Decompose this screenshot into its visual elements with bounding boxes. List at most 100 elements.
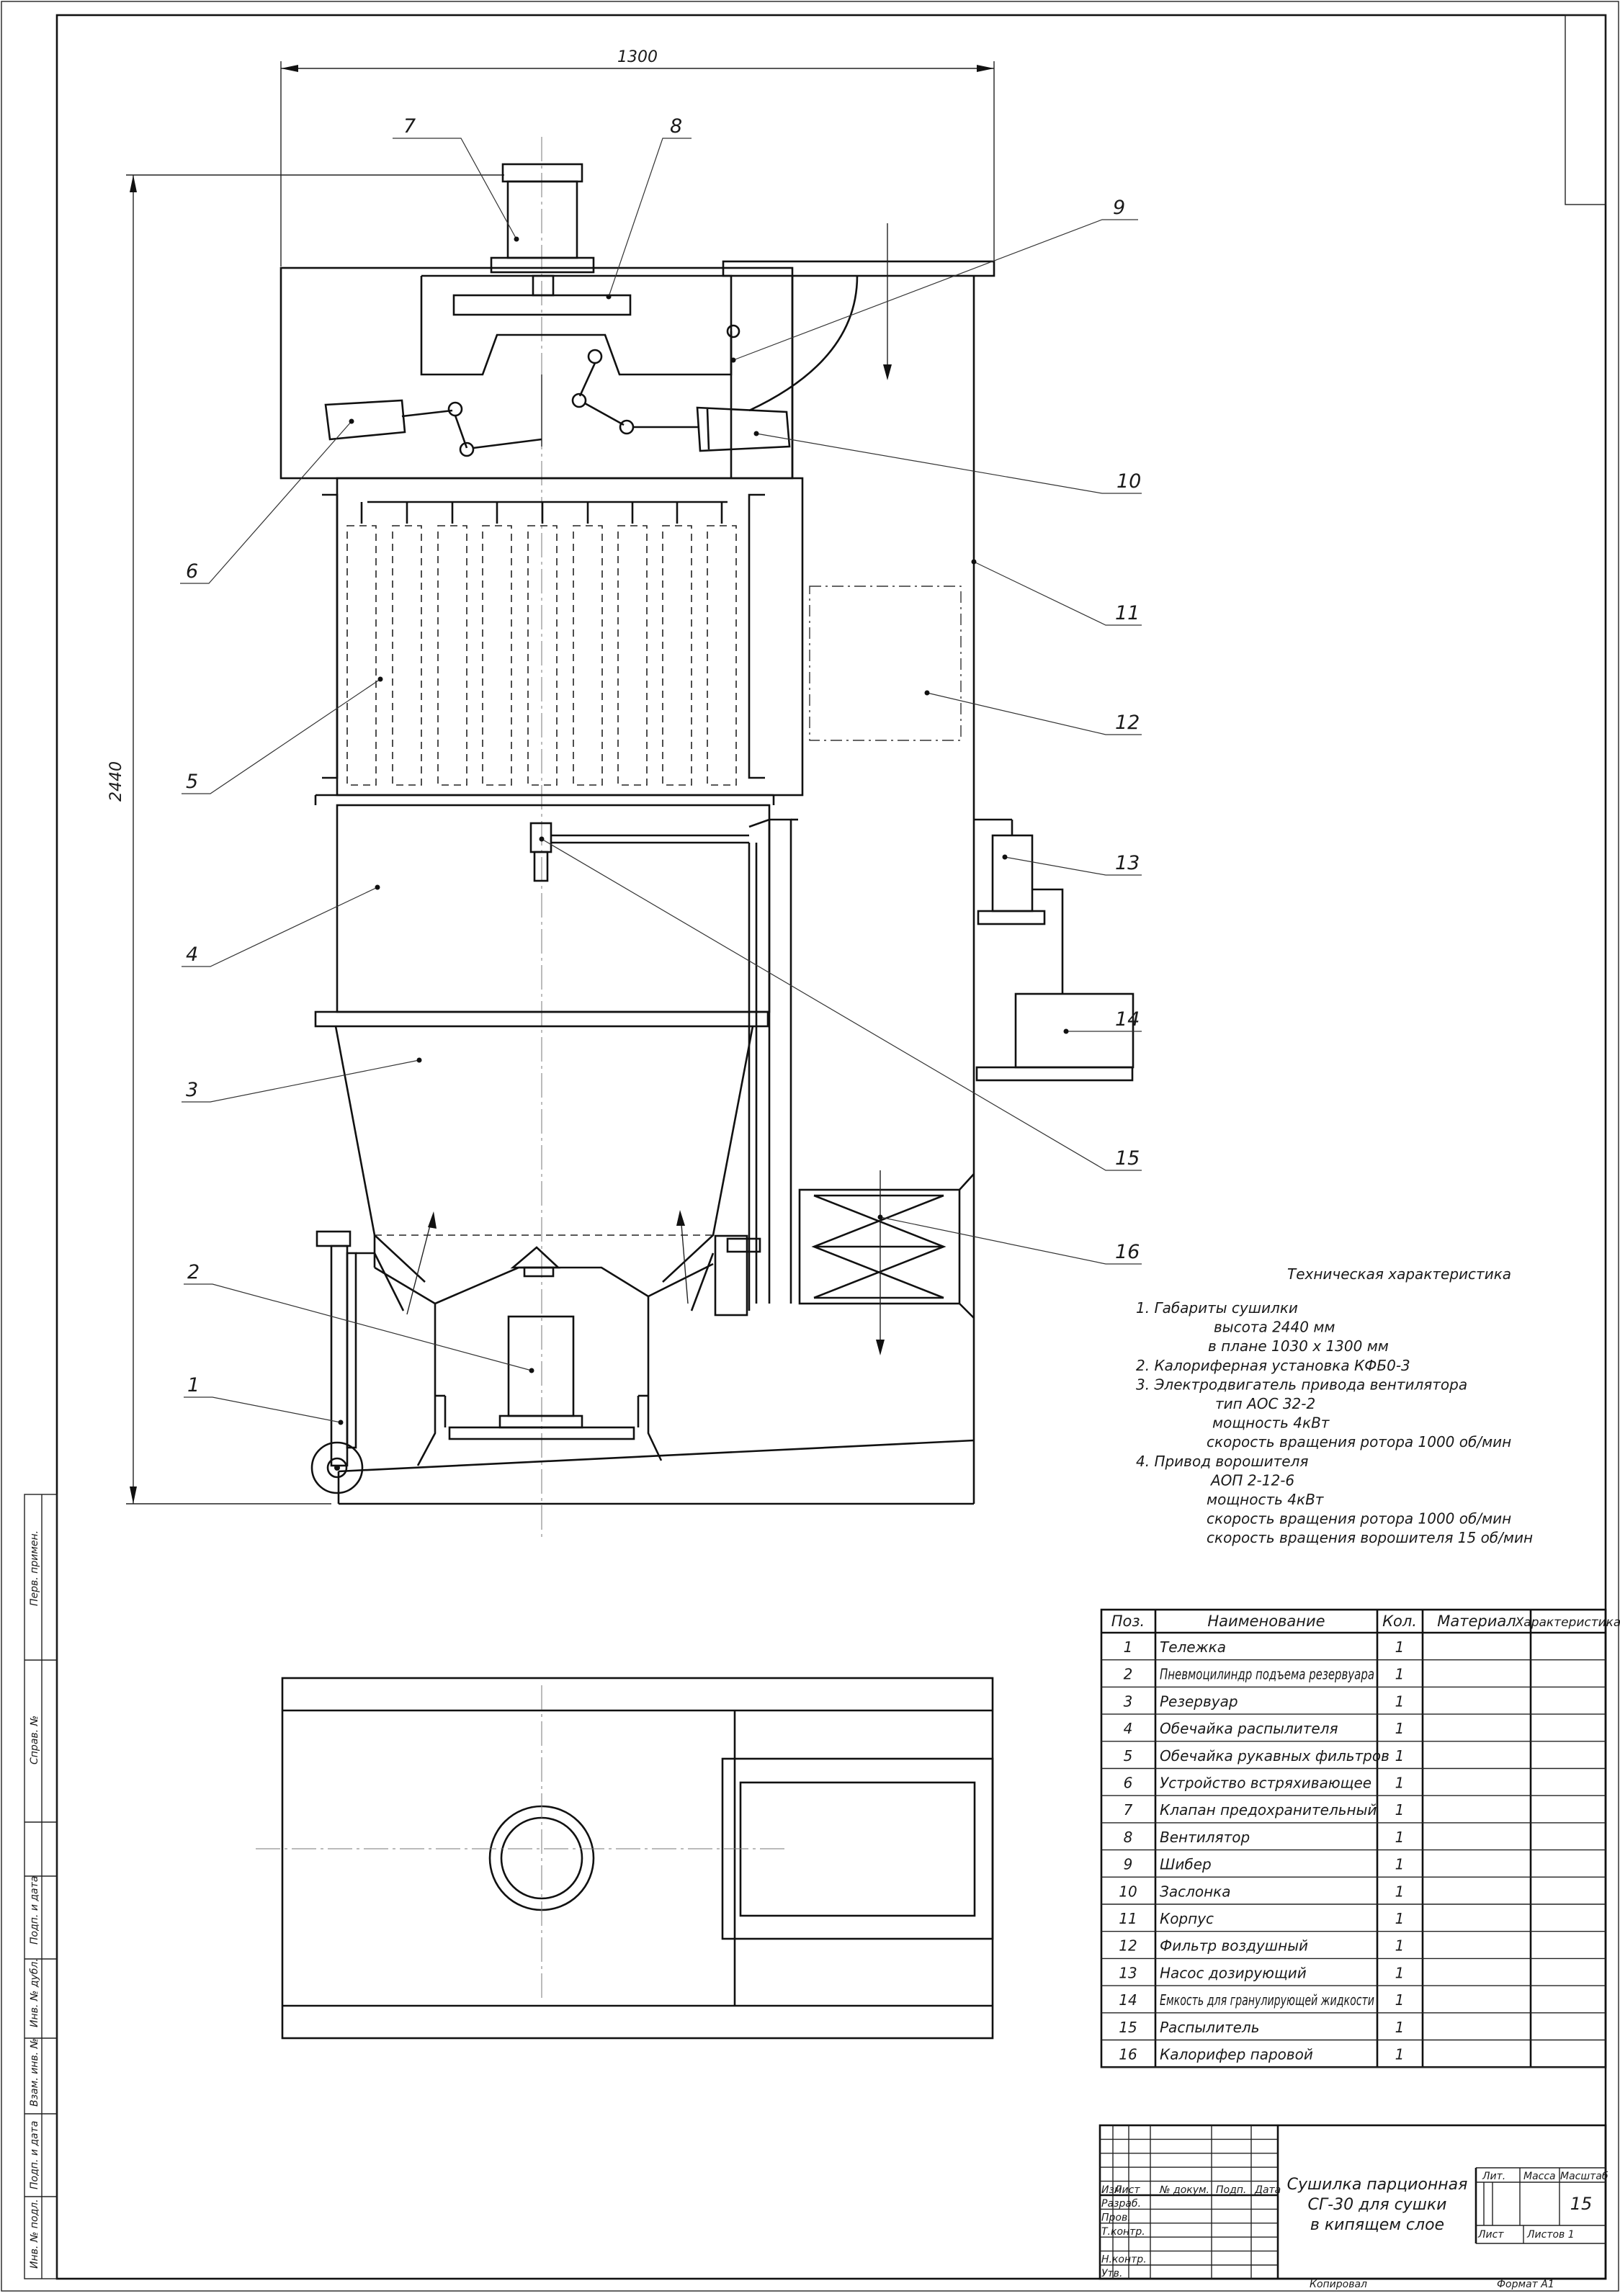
tech-line-10: мощность 4кВт	[1207, 1491, 1325, 1508]
air-filter	[809, 586, 962, 741]
side-label-2: Подп. и дата	[29, 1876, 40, 1945]
leader-dot-12	[924, 690, 930, 696]
leader-line-11	[973, 561, 1142, 626]
leader-line-16	[880, 1216, 1142, 1265]
filter-bag	[662, 525, 692, 786]
spec-row-12-pos: 13	[1119, 1964, 1137, 1981]
position-number-4: 4	[186, 943, 198, 966]
technical-characteristics: Техническая характеристика 1. Габариты с…	[1136, 1265, 1533, 1546]
tb-role-1: Пров.	[1101, 2212, 1131, 2223]
fan	[420, 274, 733, 447]
spec-row-3-pos: 4	[1124, 1720, 1133, 1737]
width-dimension: 1300	[280, 48, 995, 266]
spec-row-15-name: Калорифер паровой	[1160, 2046, 1313, 2063]
spec-row-8-name: Шибер	[1160, 1856, 1212, 1873]
spec-header-2: Кол.	[1382, 1613, 1417, 1630]
position-number-2: 2	[187, 1261, 200, 1283]
spec-row-4-qty: 1	[1395, 1747, 1405, 1764]
leader-dot-3	[416, 1057, 422, 1063]
leader-dot-14	[1063, 1028, 1069, 1034]
spec-row-4-pos: 5	[1124, 1747, 1133, 1764]
drawing-title-line-3: в кипящем слое	[1310, 2216, 1444, 2234]
spec-header-3: Материал	[1437, 1613, 1516, 1630]
spec-row-1-name: Пневмоцилиндр подъема резервуара	[1160, 1666, 1374, 1683]
spec-row-10-pos: 11	[1119, 1910, 1137, 1927]
copied-label: Копировал	[1310, 2279, 1367, 2290]
height-dimension: 2440	[107, 174, 504, 1504]
tech-line-9: АОП 2-12-6	[1209, 1471, 1294, 1489]
spec-row-15-qty: 1	[1395, 2046, 1405, 2063]
tech-title: Техническая характеристика	[1287, 1265, 1511, 1283]
side-stamp-column: Перв. примен. Справ. № Подп. и дата Инв.…	[24, 1494, 58, 2279]
leader-line-12	[926, 692, 1142, 735]
leader-dot-8	[606, 294, 612, 300]
format-label: Формат А1	[1497, 2279, 1554, 2290]
spec-row-8-pos: 9	[1124, 1856, 1133, 1873]
liquid-tank	[975, 992, 1135, 1082]
scale-label: Масштаб	[1560, 2171, 1608, 2182]
housing	[279, 260, 995, 1505]
tech-line-11: скорость вращения ротора 1000 об/мин	[1207, 1510, 1511, 1528]
leader-dot-11	[971, 559, 977, 565]
position-number-14: 14	[1115, 1008, 1140, 1031]
airflow-arrow-right	[680, 1215, 689, 1304]
tb-role-4: Н.контр.	[1101, 2254, 1147, 2266]
spec-row-9-name: Заслонка	[1160, 1883, 1231, 1900]
spec-row-2-qty: 1	[1395, 1692, 1405, 1710]
position-number-3: 3	[186, 1079, 198, 1101]
leader-dot-16	[877, 1214, 883, 1220]
spec-row-11-pos: 12	[1119, 1937, 1137, 1955]
filter-bag	[707, 525, 737, 786]
filter-bag	[527, 525, 558, 786]
sheets-label: Листов 1	[1526, 2229, 1575, 2241]
filter-bag	[346, 525, 377, 786]
spec-row-14-qty: 1	[1395, 2019, 1405, 2036]
spec-row-7-pos: 8	[1124, 1829, 1133, 1846]
spec-row-1-pos: 2	[1124, 1666, 1133, 1683]
spec-header-0: Поз.	[1111, 1613, 1145, 1630]
leader-dot-9	[730, 357, 736, 363]
spec-row-0-qty: 1	[1395, 1638, 1405, 1656]
leader-line-13	[1004, 856, 1142, 876]
tech-line-0: 1. Габариты сушилки	[1136, 1299, 1298, 1317]
leader-line-4	[182, 887, 378, 967]
bag-filter-shell	[314, 477, 804, 805]
leader-line-3	[182, 1059, 420, 1103]
leader-line-6	[180, 421, 352, 584]
spec-header-1: Наименование	[1207, 1613, 1325, 1630]
leader-line-7	[393, 138, 517, 240]
spec-header-4: Характеристика	[1515, 1615, 1620, 1630]
position-number-10: 10	[1116, 470, 1141, 493]
tb-role-0: Разраб.	[1101, 2198, 1141, 2210]
spec-row-5-name: Устройство встряхивающее	[1160, 1775, 1371, 1792]
height-dimension-label: 2440	[107, 761, 125, 802]
leader-line-5	[182, 678, 381, 794]
tech-line-3: 2. Калориферная установка КФБ0-3	[1136, 1357, 1410, 1374]
leader-dot-13	[1002, 854, 1008, 860]
supply-duct	[748, 818, 798, 1311]
spec-row-9-qty: 1	[1395, 1883, 1405, 1900]
sheet-label: Лист	[1477, 2229, 1504, 2241]
steam-heater	[798, 1170, 975, 1355]
tb-col-header-0: Изм	[1101, 2184, 1122, 2196]
leader-dot-1	[338, 1420, 344, 1425]
spec-row-0-pos: 1	[1124, 1638, 1133, 1656]
leader-dot-10	[753, 431, 759, 436]
tb-role-2: Т.контр.	[1101, 2226, 1145, 2238]
position-number-16: 16	[1115, 1241, 1140, 1263]
leader-dot-7	[514, 236, 519, 242]
spec-row-6-pos: 7	[1124, 1801, 1133, 1819]
spec-row-10-qty: 1	[1395, 1910, 1405, 1927]
spec-row-14-name: Распылитель	[1160, 2019, 1260, 2036]
spec-row-13-pos: 14	[1119, 1991, 1137, 2009]
side-label-3: Инв. № дубл.	[29, 1958, 40, 2027]
spec-row-10-name: Корпус	[1160, 1910, 1214, 1927]
filter-bag	[437, 525, 467, 786]
leader-line-2	[184, 1283, 532, 1371]
airflow-arrow-left	[406, 1216, 433, 1315]
shaker-mechanism	[324, 349, 791, 457]
side-label-6: Инв. № подл.	[29, 2199, 40, 2269]
